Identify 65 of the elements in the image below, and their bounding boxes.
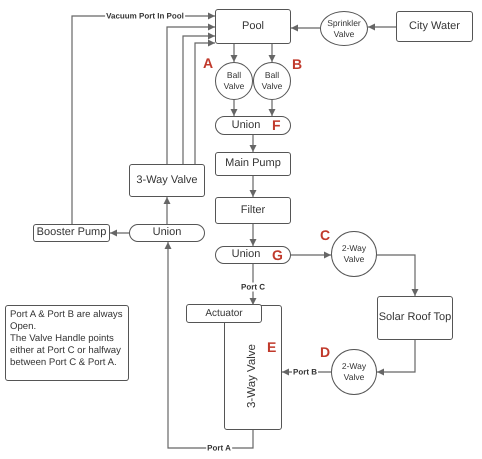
arrow <box>291 252 331 258</box>
arrow <box>230 44 238 62</box>
node-label: Main Pump <box>225 157 281 171</box>
process-box <box>186 304 262 323</box>
callout-letter: B <box>292 56 302 72</box>
valve-ellipse <box>320 11 368 46</box>
arrow <box>250 224 256 246</box>
process-box <box>215 9 291 44</box>
edge-label: Vacuum Port In Pool <box>105 12 185 20</box>
arrow <box>250 135 256 152</box>
process-box <box>129 164 205 197</box>
arrow <box>250 176 256 197</box>
arrow <box>268 44 276 62</box>
arrow <box>166 24 215 164</box>
note-text: Port A & Port B are always Open. <box>10 309 124 333</box>
callout-letter: G <box>272 247 283 263</box>
arrow <box>268 100 276 116</box>
node-label: Solar Roof Top <box>378 311 452 325</box>
node-label: City Water <box>409 20 460 34</box>
callout-letter: A <box>203 55 214 71</box>
arrow <box>368 24 396 30</box>
union-pill <box>215 116 291 135</box>
node-label: Union <box>232 118 260 132</box>
node-label: Sprinkler Valve <box>326 18 362 40</box>
node-label: Union <box>152 226 182 240</box>
process-box <box>377 296 453 340</box>
node-label: Ball Valve <box>260 70 284 92</box>
note-box <box>5 305 129 381</box>
edge-label: Port B <box>292 368 318 376</box>
valve-circle <box>253 62 291 100</box>
node-label: Ball Valve <box>222 70 246 92</box>
node-label: 3-Way Valve <box>136 174 198 188</box>
arrow <box>164 197 170 224</box>
process-box <box>396 11 473 42</box>
callout-letter: D <box>320 344 330 360</box>
valve-circle <box>331 231 377 277</box>
arrow <box>377 340 416 376</box>
arrow <box>194 40 215 164</box>
note-text: The Valve Handle points either at Port C or halfway between Port C & Port A. <box>10 332 122 369</box>
node-label: Union <box>232 248 260 262</box>
edge-label: Port A <box>206 444 232 452</box>
arrow <box>110 230 129 236</box>
callout-letter: F <box>272 117 281 133</box>
node-label: Filter <box>240 204 266 218</box>
valve-circle <box>331 349 377 395</box>
node-label: 3-Way Valve <box>246 344 260 408</box>
edge-label: Port C <box>240 282 266 292</box>
callout-letter: C <box>320 227 330 243</box>
union-pill <box>129 224 205 242</box>
node-label: 2-Way Valve <box>340 243 368 265</box>
arrow <box>377 254 418 296</box>
process-box <box>215 197 291 224</box>
arrow <box>291 24 320 32</box>
node-label: 2-Way Valve <box>340 361 368 383</box>
labeled-arrow <box>164 242 254 449</box>
node-label: Actuator <box>205 308 243 320</box>
process-box <box>33 224 110 242</box>
node-label: Booster Pump <box>36 226 106 240</box>
callout-letter: E <box>267 339 276 355</box>
valve-circle <box>215 62 253 100</box>
arrow <box>230 100 238 116</box>
process-box <box>215 152 291 176</box>
union-pill <box>215 246 291 264</box>
arrow <box>182 32 215 164</box>
node-label: Pool <box>242 20 264 34</box>
